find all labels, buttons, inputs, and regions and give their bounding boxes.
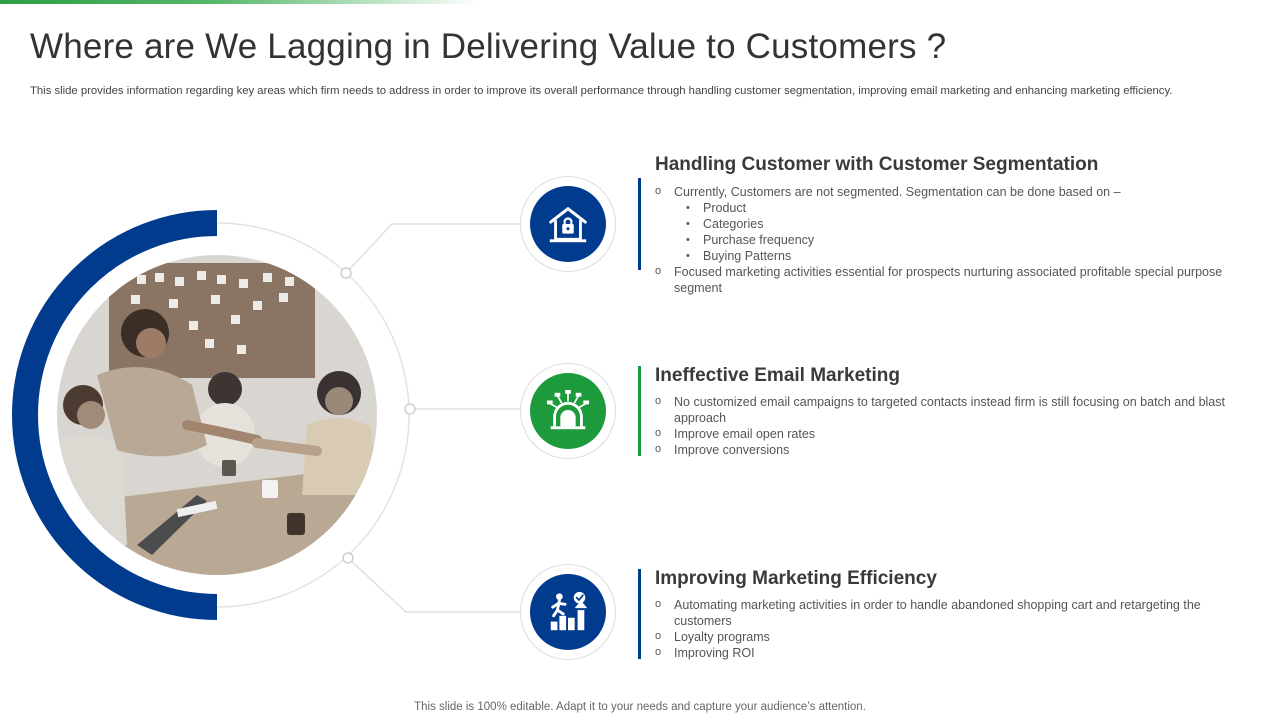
slide-footer: This slide is 100% editable. Adapt it to… xyxy=(414,701,866,713)
node-dot-middle xyxy=(404,403,416,415)
efficiency-icon-disc xyxy=(520,564,616,660)
list-item: No customized email campaigns to targete… xyxy=(655,393,1235,426)
hub-diagram xyxy=(12,210,522,620)
list-item: Improve email open rates xyxy=(655,425,1235,442)
connector-bottom xyxy=(347,557,522,613)
list-item: Buying Patterns xyxy=(655,248,1235,264)
top-accent-bar xyxy=(0,0,480,4)
section-bullets: Automating marketing activities in order… xyxy=(655,596,1235,661)
slide-title: Where are We Lagging in Delivering Value… xyxy=(30,27,947,66)
team-meeting-photo xyxy=(57,255,377,575)
section-accent-bar xyxy=(638,366,641,456)
list-item: Focused marketing activities essential f… xyxy=(655,263,1235,296)
growth-steps-icon xyxy=(550,591,588,631)
slide-subtitle: This slide provides information regardin… xyxy=(30,85,1173,97)
email-blast-icon xyxy=(546,389,590,430)
list-item: Loyalty programs xyxy=(655,628,1235,645)
list-item: Purchase frequency xyxy=(655,232,1235,248)
connector-top xyxy=(345,223,522,274)
segmentation-icon-disc xyxy=(520,176,616,272)
section-heading: Improving Marketing Efficiency xyxy=(655,568,937,589)
email-icon-disc xyxy=(520,363,616,459)
list-item: Improving ROI xyxy=(655,644,1235,661)
list-item: Categories xyxy=(655,216,1235,232)
node-dot-bottom xyxy=(342,552,354,564)
list-item: Automating marketing activities in order… xyxy=(655,596,1235,629)
blue-arc xyxy=(12,210,218,620)
section-bullets: Currently, Customers are not segmented. … xyxy=(655,183,1235,296)
section-accent-bar xyxy=(638,178,641,270)
section-heading: Handling Customer with Customer Segmenta… xyxy=(655,154,1099,175)
section-heading: Ineffective Email Marketing xyxy=(655,365,900,386)
list-item: Product xyxy=(655,200,1235,216)
section-accent-bar xyxy=(638,569,641,659)
house-lock-icon xyxy=(549,207,587,243)
section-bullets: No customized email campaigns to targete… xyxy=(655,393,1235,458)
list-item: Currently, Customers are not segmented. … xyxy=(655,183,1235,200)
list-item: Improve conversions xyxy=(655,441,1235,458)
node-dot-top xyxy=(340,267,352,279)
